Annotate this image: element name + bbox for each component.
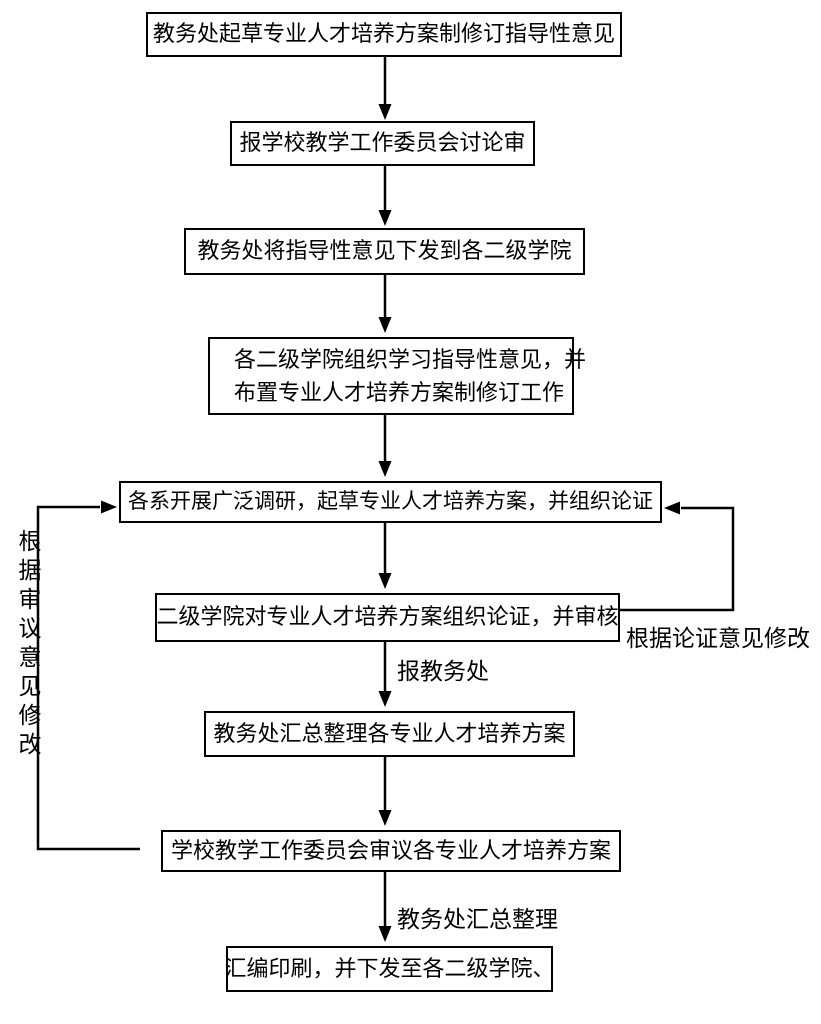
box-college-review: 二级学院对专业人才培养方案组织论证，并审核 [155, 593, 620, 642]
edge-label-revise-per-deliberation: 根据审议意见修改 [15, 529, 40, 761]
feedback-left-line [36, 505, 140, 851]
edge-label-office-compile: 教务处汇总整理 [397, 907, 558, 932]
arrowhead-5-6 [378, 573, 392, 589]
arrowhead-8-9 [378, 926, 392, 942]
box-college-study-arrange-line1: 各二级学院组织学习指导性意见，并 [234, 347, 587, 372]
feedback-left-arrowhead [101, 500, 117, 514]
box-distribute-guidelines: 教务处将指导性意见下发到各二级学院 [184, 228, 585, 275]
box-print-distribute-label: 汇编印刷，并下发至各二级学院、 [224, 955, 555, 981]
arrowhead-4-5 [378, 461, 392, 477]
feedback-right-line [620, 506, 735, 612]
box-committee-deliberate: 学校教学工作委员会审议各专业人才培养方案 [161, 830, 621, 872]
arrowhead-7-8 [378, 810, 392, 826]
arrowhead-6-7 [378, 691, 392, 707]
arrowhead-2-3 [378, 210, 392, 226]
box-college-study-arrange-line2: 布置专业人才培养方案制修订工作 [234, 380, 565, 405]
box-print-distribute: 汇编印刷，并下发至各二级学院、 [224, 946, 555, 992]
box-jwc-draft-guidelines: 教务处起草专业人才培养方案制修订指导性意见 [146, 12, 622, 57]
box-dept-research-draft-label: 各系开展广泛调研，起草专业人才培养方案，并组织论证 [128, 489, 653, 514]
box-dept-research-draft: 各系开展广泛调研，起草专业人才培养方案，并组织论证 [119, 481, 662, 523]
box-jwc-draft-guidelines-label: 教务处起草专业人才培养方案制修订指导性意见 [152, 21, 615, 47]
box-college-review-label: 二级学院对专业人才培养方案组织论证，并审核 [156, 604, 619, 630]
box-distribute-guidelines-label: 教务处将指导性意见下发到各二级学院 [197, 238, 572, 264]
box-committee-discussion-label: 报学校教学工作委员会讨论审 [239, 130, 526, 156]
edge-label-revise-per-discussion: 根据论证意见修改 [626, 626, 810, 651]
feedback-right-arrowhead [664, 501, 680, 515]
edge-label-report-to-office: 报教务处 [397, 659, 489, 684]
box-college-study-arrange: 各二级学院组织学习指导性意见，并 布置专业人才培养方案制修订工作 [208, 337, 586, 415]
box-jwc-compile-label: 教务处汇总整理各专业人才培养方案 [213, 720, 566, 746]
box-jwc-compile: 教务处汇总整理各专业人才培养方案 [204, 711, 575, 757]
arrowhead-1-2 [378, 104, 392, 120]
box-committee-discussion: 报学校教学工作委员会讨论审 [230, 121, 535, 166]
arrowhead-3-4 [378, 317, 392, 333]
box-committee-deliberate-label: 学校教学工作委员会审议各专业人才培养方案 [170, 837, 611, 863]
